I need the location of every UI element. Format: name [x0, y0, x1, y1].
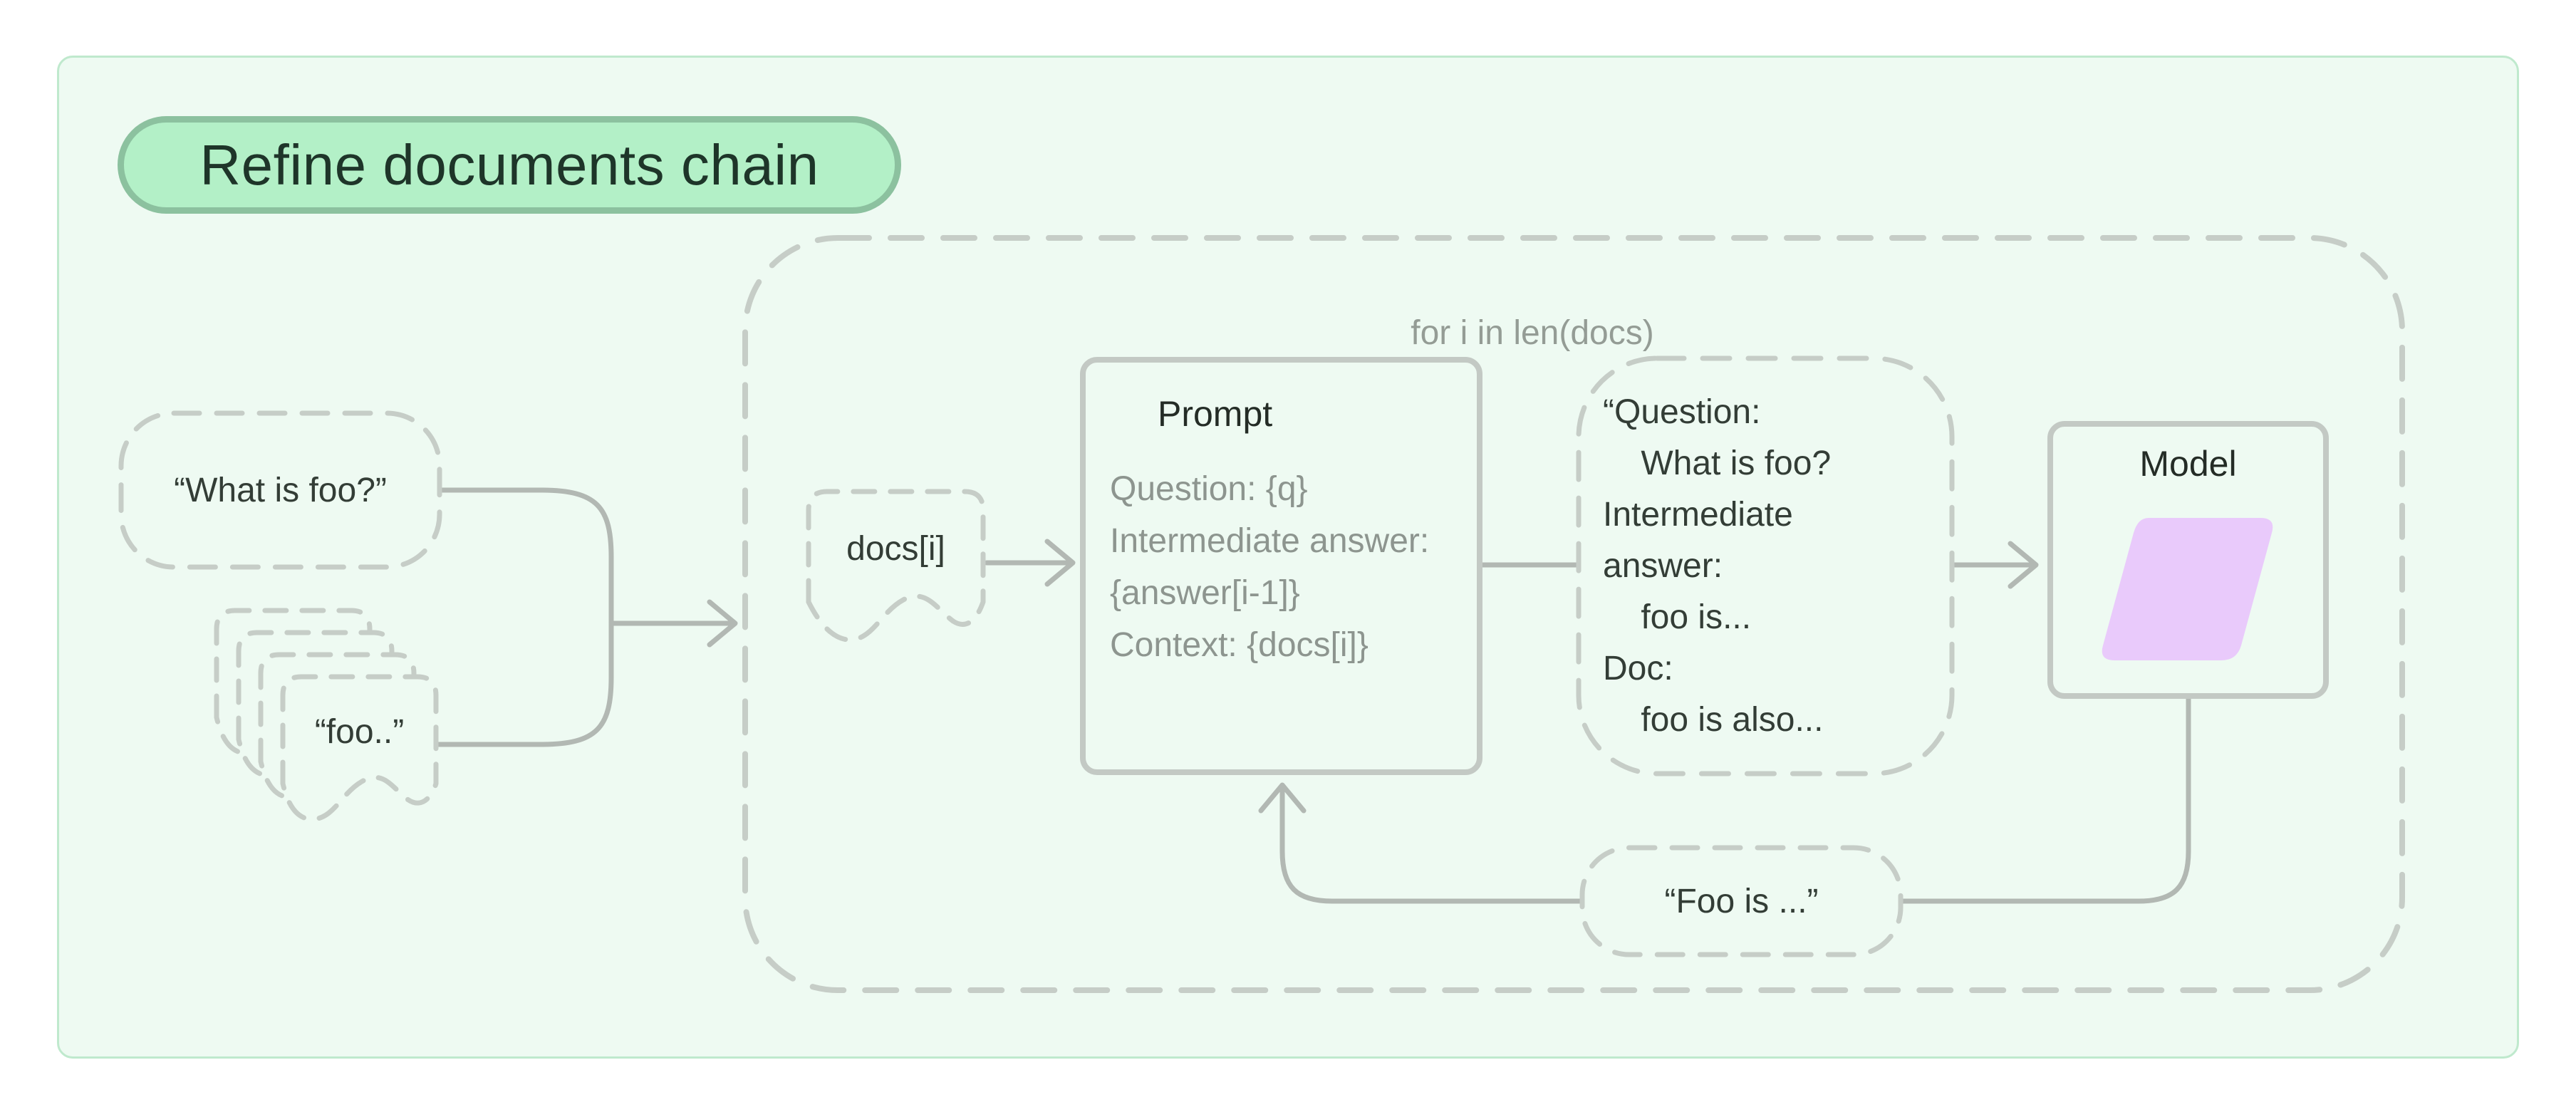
question-input-bubble — [118, 410, 442, 570]
loop-container-border — [742, 235, 2405, 993]
intermediate-output-text: “Question: What is foo? Intermediate ans… — [1603, 387, 1831, 746]
output-line: answer: — [1603, 547, 1723, 585]
prompt-line: {answer[i-1]} — [1110, 574, 1300, 612]
prompt-box — [1080, 357, 1482, 775]
title-badge-label: Refine documents chain — [199, 133, 819, 197]
connector-answer-to-prompt — [1279, 786, 1585, 904]
doc-item-shape — [806, 489, 986, 643]
title-badge: Refine documents chain — [118, 116, 901, 214]
doc-item-label: docs[i] — [846, 529, 945, 568]
prompt-line: Question: {q} — [1110, 470, 1308, 508]
prompt-title: Prompt — [1158, 394, 1273, 434]
output-line: Doc: — [1603, 650, 1673, 687]
model-title: Model — [2139, 444, 2237, 484]
connector-question-to-merge — [437, 487, 614, 626]
question-input-label: “What is foo?” — [174, 471, 387, 509]
prompt-line: Context: {docs[i]} — [1110, 626, 1368, 664]
arrowhead-into-model-icon — [2008, 541, 2039, 589]
loop-label: for i in len(docs) — [1411, 314, 1654, 352]
output-line: “Question: — [1603, 393, 1761, 431]
output-line: What is foo? — [1603, 445, 1832, 482]
intermediate-output-bubble — [1576, 355, 1955, 776]
model-parallelogram-icon — [2102, 518, 2273, 660]
prompt-line: Intermediate answer: — [1110, 522, 1430, 560]
prompt-body: Question: {q} Intermediate answer: {answ… — [1110, 463, 1429, 671]
arrowhead-into-prompt-icon — [1044, 539, 1076, 587]
answer-bubble — [1579, 845, 1904, 957]
arrowhead-up-into-prompt-icon — [1258, 782, 1307, 814]
output-line: foo is... — [1603, 598, 1752, 636]
output-line: foo is also... — [1603, 701, 1824, 739]
arrowhead-into-loop-icon — [707, 599, 738, 648]
doc-stack-front — [280, 674, 439, 822]
connector-model-to-answer — [1898, 693, 2191, 904]
connector-docs-to-merge — [433, 620, 614, 747]
answer-label: “Foo is ...” — [1664, 882, 1819, 920]
output-line: Intermediate — [1603, 496, 1793, 534]
docs-stack-label: “foo..” — [314, 713, 405, 751]
